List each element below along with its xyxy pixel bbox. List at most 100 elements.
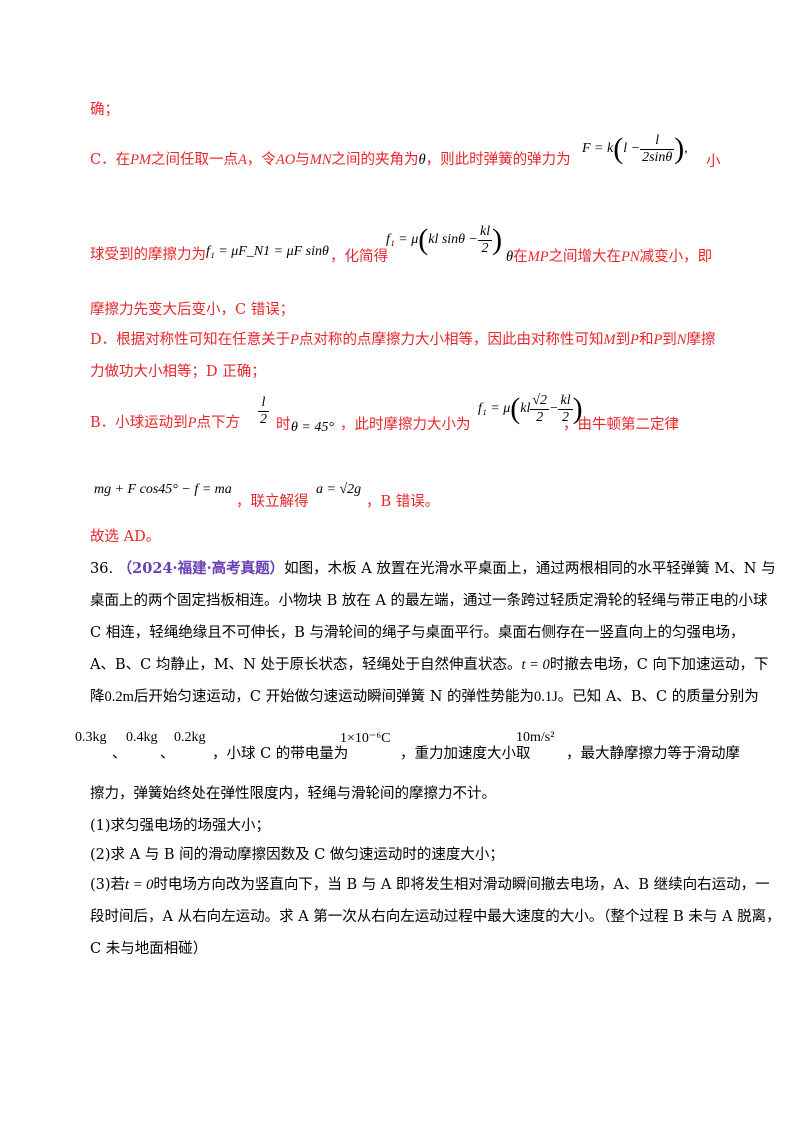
formula-text: f₁ = μ — [478, 401, 511, 417]
var-m: M — [603, 332, 616, 348]
text-charge: ，小球 C 的带电量为 — [212, 746, 349, 762]
var-t0: t = 0 — [125, 877, 154, 893]
mass-c: 0.2kg — [174, 730, 206, 745]
separator: 、 — [160, 746, 175, 762]
problem-36-line-7: 擦力，弹簧始终处在弹性限度内，轻绳与滑轮间的摩擦力不计。 — [90, 786, 496, 802]
solution-option-b-line-1: B．小球运动到P点下方 — [90, 413, 240, 433]
var-mp: MP — [527, 249, 549, 265]
question-1: (1)求匀强电场的场强大小； — [90, 818, 271, 834]
friction-formula: f₁ = μF_N1 = μF sinθ — [206, 244, 329, 259]
mass-b: 0.4kg — [126, 730, 158, 745]
problem-number: 36. — [90, 561, 114, 577]
text-gravity: ，重力加速度大小取 — [400, 746, 531, 762]
text-b-wrong: ，B 错误。 — [366, 494, 440, 510]
solution-option-c-line-3: 摩擦力先变大后变小，C 错误； — [90, 302, 295, 318]
text: 与 — [295, 152, 310, 168]
text: 如图，木板 A 放置在光滑水平桌面上，通过两根相同的水平轻弹簧 M、N 与 — [284, 561, 776, 577]
text: 确； — [90, 102, 119, 118]
text: 和 — [638, 332, 654, 348]
separator: 、 — [112, 746, 127, 762]
var-p: P — [653, 332, 663, 348]
formula-text: F = k — [582, 141, 614, 157]
frac-den: 2 — [260, 412, 267, 427]
text: 之间的夹角为 — [331, 152, 419, 168]
energy-value: 0.1J — [534, 689, 558, 705]
theta-45: θ = 45° — [291, 420, 334, 435]
gravity-value: 10m/s² — [516, 730, 555, 745]
frac-num: l — [640, 133, 675, 150]
text-max-static: ，最大静摩擦力等于滑动摩 — [566, 746, 740, 762]
solution-option-d-line-1: D．根据对称性可知在任意关于P点对称的点摩擦力大小相等，因此由对称性可知M到P和… — [90, 330, 715, 350]
var-p: P — [187, 415, 197, 431]
text-friction-size: ，此时摩擦力大小为 — [340, 417, 471, 433]
charge-value: 1×10⁻⁶C — [340, 731, 391, 746]
var-a: A — [238, 152, 247, 168]
text: ，令 — [246, 152, 276, 168]
text: 时电场方向改为竖直向下，当 B 与 A 即将发生相对滑动瞬间撤去电场，A、B 继… — [153, 877, 770, 893]
question-3-line-3: C 未与地面相碰） — [90, 941, 208, 957]
text-when: 时 — [276, 417, 291, 433]
var-n: N — [676, 332, 687, 348]
text: 球受到的摩擦力为 — [90, 247, 206, 263]
var-ao: AO — [275, 152, 296, 168]
acceleration-result: a = √2g — [316, 482, 362, 497]
text: 在 — [513, 249, 528, 265]
frac-num: l — [258, 395, 269, 412]
text: C．在 — [90, 152, 131, 168]
var-theta: θ — [506, 249, 514, 265]
formula-text: kl — [520, 401, 531, 417]
source-tag: （2024·福建·高考真题） — [117, 560, 285, 577]
text-small: 小 — [706, 154, 721, 170]
solution-line-1: 确； — [90, 100, 119, 120]
text: A、B、C 均静止，M、N 处于原长状态，轻绳处于自然伸直状态。 — [90, 657, 522, 673]
text: 之间增大在 — [548, 249, 622, 265]
text-simplify: ，化简得 — [330, 249, 388, 265]
question-3-line-1: (3)若t = 0时电场方向改为竖直向下，当 B 与 A 即将发生相对滑动瞬间撤… — [90, 875, 770, 895]
problem-36-line-4: A、B、C 均静止，M、N 处于原长状态，轻绳处于自然伸直状态。t = 0时撤去… — [90, 655, 769, 675]
text: 到 — [615, 332, 631, 348]
problem-36-line-5: 降0.2m后开始匀速运动，C 开始做匀速运动瞬间弹簧 N 的弹性势能为0.1J。… — [90, 687, 759, 707]
var-mn: MN — [309, 152, 332, 168]
var-pn: PN — [621, 249, 640, 265]
frac-num: kl — [478, 223, 493, 241]
text-newton: ，由牛顿第二定律 — [563, 417, 679, 433]
formula-text: kl sinθ − — [428, 232, 478, 248]
text: 到 — [662, 332, 677, 348]
text-solve: ，联立解得 — [236, 494, 309, 510]
text: 。已知 A、B、C 的质量分别为 — [557, 689, 759, 705]
problem-36-line-1: 36. （2024·福建·高考真题）如图，木板 A 放置在光滑水平桌面上，通过两… — [90, 559, 776, 579]
frac-den: 2 — [536, 409, 544, 425]
final-answer: 故选 AD。 — [90, 529, 161, 545]
question-2: (2)求 A 与 B 间的滑动摩擦因数及 C 做匀速运动时的速度大小； — [90, 847, 504, 863]
solution-option-c-line-2-tail: θ在MP之间增大在PN减变小，即 — [506, 245, 712, 266]
frac-num: kl — [558, 392, 573, 410]
problem-36-line-2: 桌面上的两个固定挡板相连。小物块 B 放在 A 的最左端，通过一条跨过轻质定滑轮… — [90, 593, 768, 609]
text: 摩擦 — [686, 332, 716, 348]
solution-option-d-line-2: 力做功大小相等；D 正确； — [90, 364, 266, 380]
var-pm: PM — [130, 152, 152, 168]
text: (3)若 — [90, 877, 126, 893]
text: 点对称的点摩擦力大小相等，因此由对称性可知 — [298, 332, 604, 348]
text: D．根据对称性可知在任意关于 — [90, 332, 291, 348]
formula-text: f₁ = μ — [386, 232, 419, 248]
formula-text: − — [549, 401, 559, 417]
frac-num: √2 — [530, 392, 550, 410]
text: ，则此时弹簧的弹力为 — [425, 152, 571, 168]
text: 减变小，即 — [639, 249, 713, 265]
var-theta: θ — [418, 152, 426, 168]
frac-den: 2 — [481, 240, 489, 256]
formula-text: l − — [623, 141, 641, 157]
frac-den: 2sinθ — [642, 149, 673, 165]
text: 之间任取一点 — [151, 152, 239, 168]
problem-36-line-3: C 相连，轻绳绝缘且不可伸长，B 与滑轮间的绳子与桌面平行。桌面右侧存在一竖直向… — [90, 625, 745, 641]
solution-option-c-line-1: C．在PM之间任取一点A，令AO与MN之间的夹角为θ，则此时弹簧的弹力为 — [90, 150, 571, 170]
mass-a: 0.3kg — [75, 730, 107, 745]
distance-value: 0.2m — [104, 689, 134, 705]
frac-den: 2 — [562, 409, 570, 425]
text: 降 — [90, 689, 105, 705]
var-p: P — [630, 332, 639, 348]
